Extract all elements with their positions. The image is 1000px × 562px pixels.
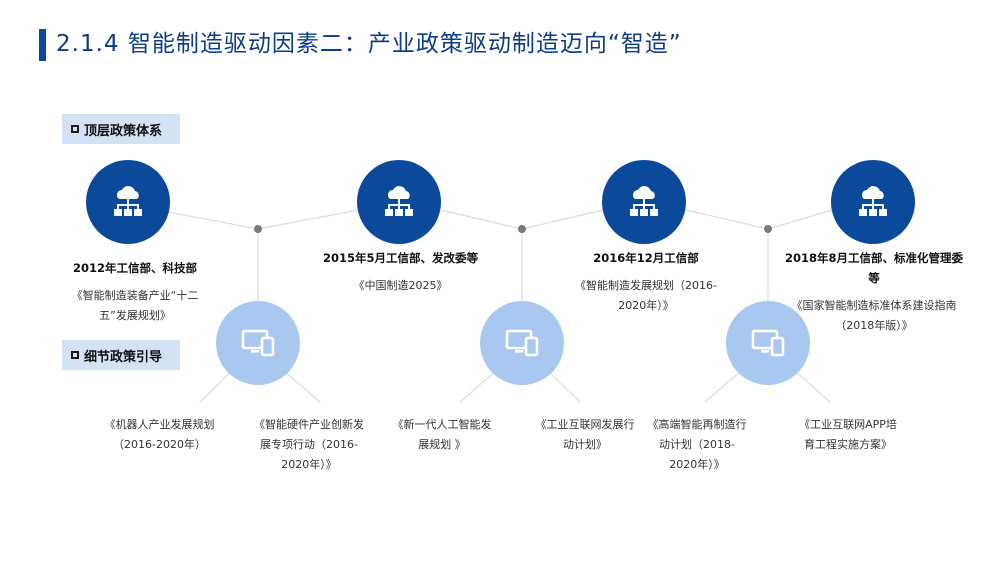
top-policy-node-1 [86,160,170,244]
policy-org: 2018年8月工信部、标准化管理委等 [784,251,963,285]
cloud-network-icon [114,186,142,216]
section-top-policy: 顶层政策体系 [62,114,180,144]
detail-policy-text-3: 《新一代人工智能发展规划 》 [392,418,492,451]
title-accent-bar [39,29,46,61]
top-policy-node-3 [602,160,686,244]
detail-policy-text-6: 《工业互联网APP培育工程实施方案》 [799,418,897,451]
top-policy-text-2: 2015年5月工信部、发改委等 《中国制造2025》 [318,248,483,296]
section-detail-policy: 细节政策引导 [62,340,180,370]
policy-doc: 《国家智能制造标准体系建设指南（2018年版）》 [791,299,957,332]
section-detail-label: 细节政策引导 [84,349,163,365]
detail-policy-node-2 [480,301,564,385]
policy-org: 2016年12月工信部 [593,251,699,265]
policy-org: 2015年5月工信部、发改委等 [322,251,478,265]
policy-doc: 《智能制造发展规划（2016-2020年）》 [575,279,717,312]
top-policy-node-4 [831,160,915,244]
desktop-tablet-icon [505,329,539,357]
cloud-network-icon [859,186,887,216]
top-policy-text-1: 2012年工信部、科技部 《智能制造装备产业“十二五”发展规划》 [60,258,210,326]
desktop-tablet-icon [751,329,785,357]
square-bullet-icon [71,125,79,133]
cloud-network-icon [630,186,658,216]
cloud-network-icon [385,186,413,216]
section-top-label: 顶层政策体系 [84,123,163,139]
page-title: 2.1.4 智能制造驱动因素二：产业政策驱动制造迈向“智造” [56,31,682,57]
policy-org: 2012年工信部、科技部 [72,261,197,275]
policy-doc: 《智能制造装备产业“十二五”发展规划》 [71,289,199,322]
policy-doc: 《中国制造2025》 [353,279,448,292]
connector-dot [764,225,772,233]
detail-policy-text-2: 《智能硬件产业创新发展专项行动（2016-2020年）》 [254,418,364,471]
top-policy-node-2 [357,160,441,244]
desktop-tablet-icon [241,329,275,357]
square-bullet-icon [71,351,79,359]
detail-policy-text-1: 《机器人产业发展规划（2016-2020年） [104,418,215,451]
connector-dot [518,225,526,233]
top-policy-text-4: 2018年8月工信部、标准化管理委等 《国家智能制造标准体系建设指南（2018年… [784,248,964,336]
connector-dot [254,225,262,233]
detail-policy-text-4: 《工业互联网发展行动计划》 [535,418,635,451]
detail-policy-node-1 [216,301,300,385]
detail-policy-node-3 [726,301,810,385]
detail-policy-text-5: 《高端智能再制造行动计划（2018-2020年）》 [647,418,747,471]
top-policy-text-3: 2016年12月工信部 《智能制造发展规划（2016-2020年）》 [572,248,720,316]
